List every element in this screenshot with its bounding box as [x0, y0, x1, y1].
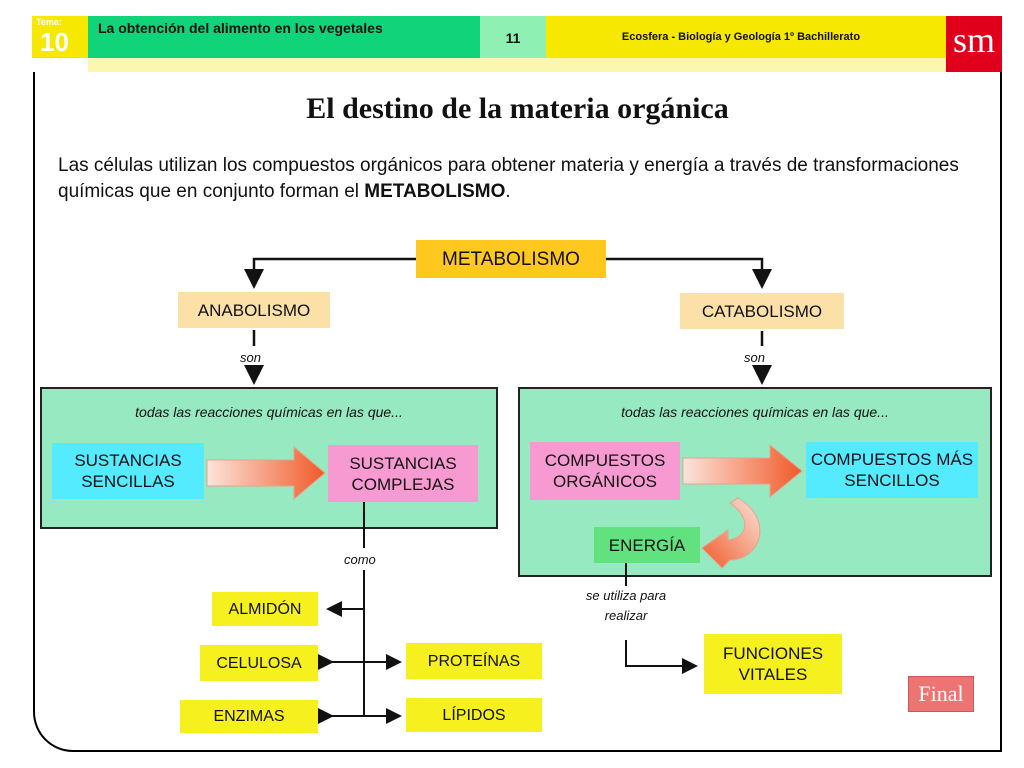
page-number: 11: [505, 30, 521, 46]
page-title: El destino de la materia orgánica: [306, 92, 729, 125]
publisher-logo: [946, 16, 1002, 74]
book-box: [546, 16, 946, 58]
tema-label: Tema:: [36, 17, 62, 27]
son-label-right: son: [744, 350, 765, 365]
como-label: como: [344, 552, 376, 567]
compuestos-sencillos-box: COMPUESTOS MÁS SENCILLOS: [806, 442, 978, 498]
metabolismo-box: METABOLISMO: [416, 240, 606, 278]
proteinas-box: PROTEÍNAS: [406, 643, 542, 679]
energia-box: ENERGÍA: [594, 527, 700, 563]
header-strip: [88, 58, 946, 72]
chapter-box: [88, 16, 480, 58]
anabolism-panel-text: todas las reacciones químicas en las que…: [135, 404, 403, 420]
son-label-left: son: [240, 350, 261, 365]
chapter-title: La obtención del alimento en los vegetal…: [98, 20, 383, 36]
page-box: [480, 16, 546, 58]
intro-end: .: [505, 181, 511, 202]
se-utiliza-label: se utiliza para realizar: [585, 588, 667, 623]
compuestos-organicos-box: COMPUESTOS ORGÁNICOS: [530, 442, 680, 500]
funciones-vitales-box: FUNCIONES VITALES: [704, 634, 842, 694]
catabolism-panel-text: todas las reacciones químicas en las que…: [621, 404, 889, 420]
anabolismo-box: ANABOLISMO: [178, 292, 330, 328]
tema-box: [32, 16, 88, 58]
final-button[interactable]: Final: [908, 676, 974, 712]
celulosa-box: CELULOSA: [200, 645, 318, 681]
publisher-logo-text: sm: [952, 20, 995, 60]
sustancias-sencillas-box: SUSTANCIAS SENCILLAS: [52, 443, 204, 499]
almidon-box: ALMIDÓN: [212, 592, 318, 626]
tema-number: 10: [40, 27, 69, 57]
intro-paragraph: Las células utilizan los compuestos orgá…: [58, 153, 978, 205]
book-title: Ecosfera - Biología y Geología 1º Bachil…: [621, 31, 861, 43]
intro-keyword: METABOLISMO: [364, 181, 506, 202]
catabolismo-box: CATABOLISMO: [680, 293, 844, 329]
enzimas-box: ENZIMAS: [180, 700, 318, 733]
sustancias-complejas-box: SUSTANCIAS COMPLEJAS: [328, 445, 478, 502]
intro-text: Las células utilizan los compuestos orgá…: [58, 155, 959, 202]
lipidos-box: LÍPIDOS: [406, 698, 542, 732]
